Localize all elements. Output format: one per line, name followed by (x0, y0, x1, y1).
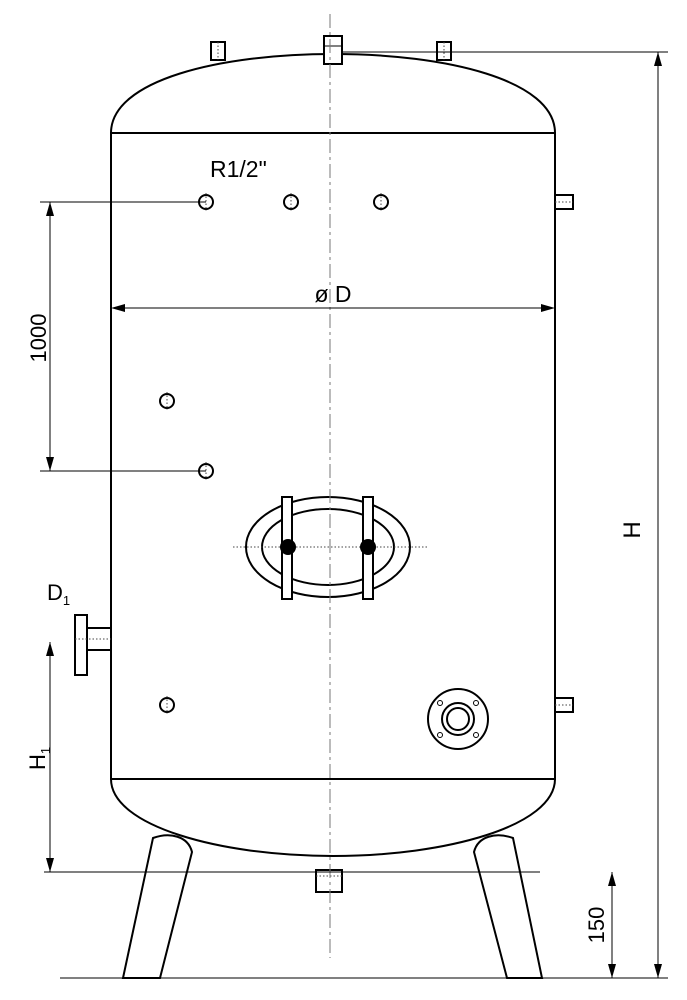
socket-6 (159, 697, 175, 713)
spacing-dimension (40, 201, 206, 472)
side-nozzle-upper (554, 194, 574, 210)
vessel (109, 52, 557, 858)
socket-size-label: R1/2" (210, 156, 267, 182)
leg-right (472, 834, 544, 979)
manhole-bolt-right (360, 539, 376, 555)
inlet-flange-d1 (74, 614, 112, 676)
top-head (109, 52, 557, 134)
leg-left (121, 834, 194, 979)
top-nozzle-center (323, 35, 343, 65)
socket-2 (283, 194, 299, 210)
total-height-label: H (619, 521, 646, 538)
socket-3 (373, 194, 389, 210)
side-nozzle-lower (554, 697, 574, 713)
diameter-dimension (111, 304, 555, 312)
legs (121, 834, 544, 979)
clearance-label: 150 (584, 907, 609, 944)
inlet-label: D1 (47, 580, 70, 608)
spacing-label: 1000 (26, 314, 51, 363)
manhole-bolt-left (280, 539, 296, 555)
socket-4 (159, 393, 175, 409)
drain-nozzle (315, 869, 343, 893)
inlet-height-dimension (44, 642, 540, 873)
inlet-height-label: H1 (25, 747, 53, 770)
bottom-head (109, 778, 557, 858)
manhole (233, 496, 428, 600)
heater-flange (427, 688, 489, 750)
clearance-dimension (608, 872, 616, 978)
cylindrical-shell (110, 132, 556, 780)
top-nozzles (210, 35, 452, 65)
total-height-dimension (60, 51, 668, 979)
diameter-label: ø D (314, 281, 351, 307)
